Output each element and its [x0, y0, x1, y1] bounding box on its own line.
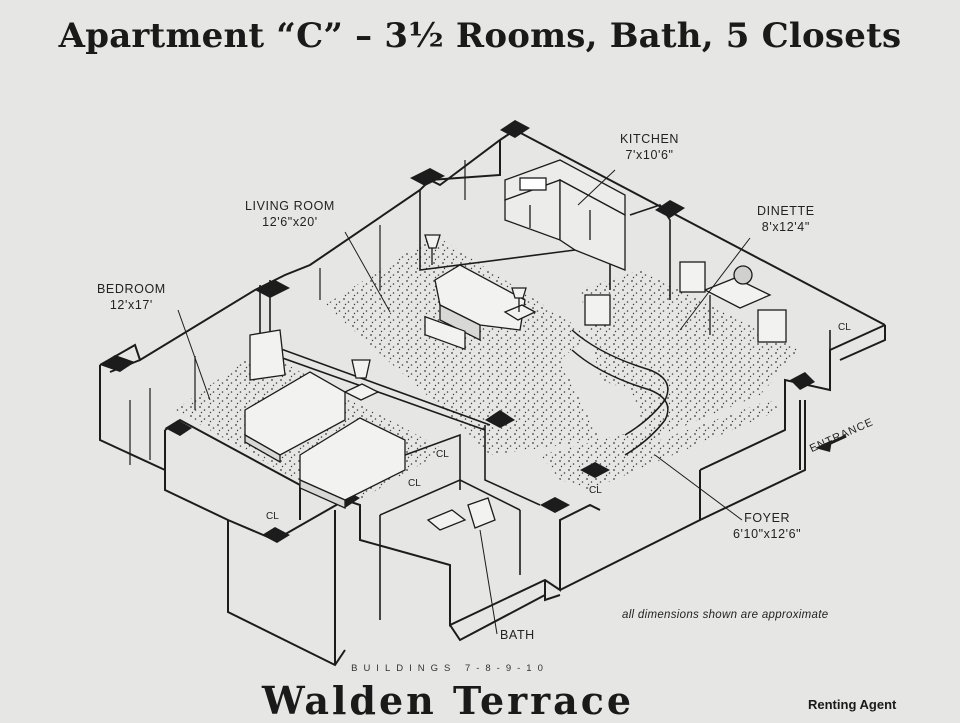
dimensions-note: all dimensions shown are approximate [622, 609, 829, 621]
closet-label: CL [436, 449, 449, 460]
complex-name: Walden Terrace [262, 678, 635, 723]
room-label-bath: BATH [500, 627, 535, 643]
nightstand [343, 383, 380, 401]
room-size: 12'6"x20' [262, 215, 318, 229]
curved-railing [571, 329, 669, 456]
closet-label: CL [266, 511, 279, 522]
room-size: 12'x17' [109, 298, 153, 312]
dinette-furniture [584, 261, 787, 343]
chair-2 [679, 261, 706, 293]
renting-agent-label: Renting Agent [808, 697, 897, 712]
room-label-bedroom: BEDROOM 12'x17' [97, 281, 166, 313]
room-name: BATH [500, 628, 535, 642]
living-room-furniture [424, 234, 537, 351]
bedroom-furniture [244, 329, 406, 510]
toilet [467, 497, 496, 529]
room-name: BEDROOM [97, 282, 166, 296]
chair-3 [757, 309, 787, 343]
wall-caps [100, 120, 815, 543]
room-name: LIVING ROOM [245, 199, 335, 213]
coffee-table [424, 315, 466, 351]
room-size: 7'x10'6" [625, 148, 674, 162]
closet-label: CL [838, 322, 851, 333]
room-label-dinette: DINETTE 8'x12'4" [757, 203, 815, 235]
room-name: KITCHEN [620, 132, 680, 146]
leader-lines [177, 169, 751, 635]
buildings-caption: BUILDINGS 7-8-9-10 [351, 663, 549, 674]
dinette-floor [580, 270, 800, 440]
room-label-foyer: FOYER 6'10"x12'6" [733, 510, 801, 542]
room-size: 8'x12'4" [761, 220, 810, 234]
plant [733, 265, 753, 285]
dining-table [703, 277, 772, 309]
closet-label: CL [589, 485, 602, 496]
chair-1 [584, 294, 611, 326]
end-table [503, 304, 537, 321]
armchair [249, 329, 286, 381]
lamp-left [424, 234, 441, 249]
bedroom-lamp [351, 359, 371, 379]
kitchen-cabinets [504, 159, 626, 271]
entrance-arrow [815, 434, 847, 452]
outer-walls [99, 128, 886, 667]
page-title: Apartment “C” – 3½ Rooms, Bath, 5 Closet… [58, 16, 902, 56]
room-name: DINETTE [757, 204, 815, 218]
room-size: 6'10"x12'6" [733, 527, 802, 541]
lamp-right [511, 287, 527, 299]
bath-fixtures [426, 497, 496, 531]
closet-label: CL [408, 478, 421, 489]
sink [426, 509, 467, 531]
room-name: FOYER [744, 511, 791, 525]
windows [129, 160, 466, 465]
room-label-living-room: LIVING ROOM 12'6"x20' [245, 198, 335, 230]
room-label-kitchen: KITCHEN 7'x10'6" [620, 131, 679, 163]
